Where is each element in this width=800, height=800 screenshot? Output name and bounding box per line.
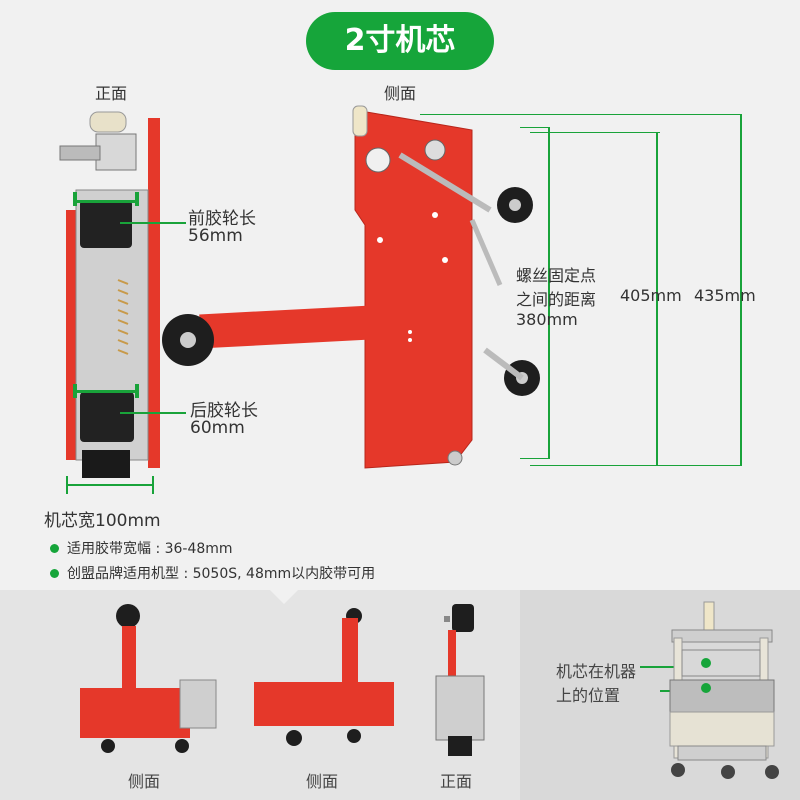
side-view-label: 侧面 (384, 84, 417, 103)
bottom-gallery (0, 590, 800, 800)
bullet-dot (50, 543, 59, 553)
thumb-side-view-2 (254, 608, 394, 746)
bullet-compatible-models: 创盟品牌适用机型 : 5050S, 48mm以内胶带可用 (50, 563, 375, 583)
band-notch (270, 590, 298, 604)
bottom-label-side-1: 侧面 (128, 772, 161, 791)
height-405-label: 405mm (620, 286, 682, 305)
bottom-label-side-2: 侧面 (306, 772, 339, 791)
front-view-label: 正面 (95, 84, 128, 103)
rear-roller-value: 60mm (190, 418, 245, 438)
front-view-image (59, 111, 160, 478)
bullet-tape-width: 适用胶带宽幅 : 36-48mm (50, 538, 233, 558)
front-roller-name: 前胶轮长 (188, 209, 256, 229)
front-roller-value: 56mm (188, 226, 243, 246)
core-width-label: 机芯宽100mm (44, 511, 161, 531)
rear-roller-name: 后胶轮长 (190, 401, 258, 421)
machine-caption-line1: 机芯在机器 (556, 662, 637, 681)
page-title: 2寸机芯 (306, 12, 494, 70)
carton-sealer-machine-image (669, 601, 779, 779)
machine-caption-line2: 上的位置 (556, 686, 621, 705)
screw-distance-value: 380mm (516, 310, 578, 329)
thumb-side-view-1 (80, 604, 217, 753)
bullet-dot (50, 568, 59, 578)
bottom-label-front: 正面 (440, 772, 473, 791)
side-view-image (162, 105, 540, 469)
height-435-label: 435mm (694, 286, 756, 305)
screw-distance-line2: 之间的距离 (516, 290, 597, 309)
thumb-front-view (435, 604, 485, 756)
screw-distance-line1: 螺丝固定点 (516, 266, 597, 285)
